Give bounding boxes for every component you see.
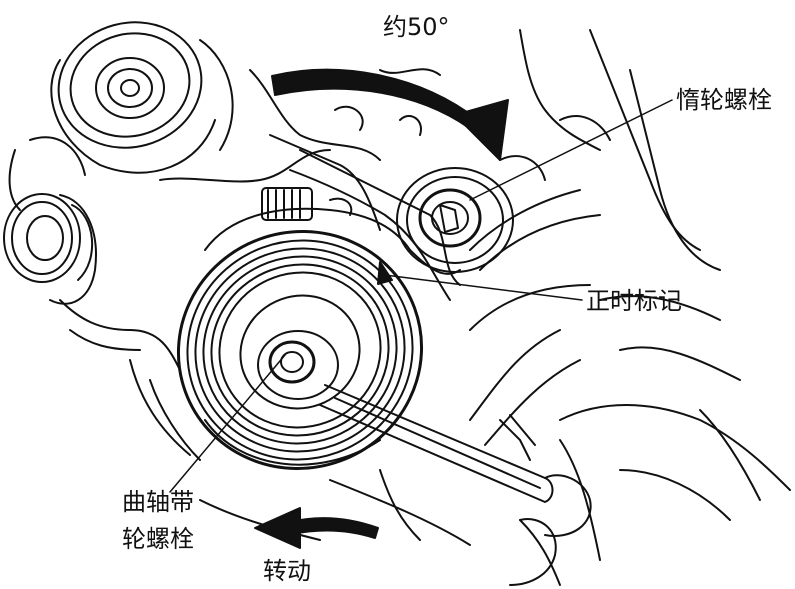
upper-left-pulley xyxy=(50,21,234,174)
crank-bolt-label-line1: 曲轴带 xyxy=(122,488,194,516)
rotate-label: 转动 xyxy=(263,557,311,585)
leader-idler-bolt xyxy=(469,99,673,201)
crank-bolt-label-line2: 轮螺栓 xyxy=(122,525,194,553)
timing-belt xyxy=(204,207,471,546)
left-small-pulley xyxy=(3,136,97,305)
engine-block-lines xyxy=(59,29,791,586)
tensioner-bolt xyxy=(261,187,313,221)
timing-mark-label: 正时标记 xyxy=(586,287,682,315)
rotation-arrow-top xyxy=(271,68,509,161)
leader-crank-bolt xyxy=(169,354,286,493)
angle-label: 约50° xyxy=(383,13,450,41)
timing-mark-notch xyxy=(377,261,393,285)
crankshaft-pulley xyxy=(176,230,424,470)
turning-arrow-bottom xyxy=(254,507,379,549)
idler-bolt-label: 惰轮螺栓 xyxy=(676,86,772,114)
leader-timing-mark xyxy=(384,274,583,301)
wrench xyxy=(257,330,592,586)
idler-pulley xyxy=(396,167,514,273)
leader-lines xyxy=(169,99,673,493)
